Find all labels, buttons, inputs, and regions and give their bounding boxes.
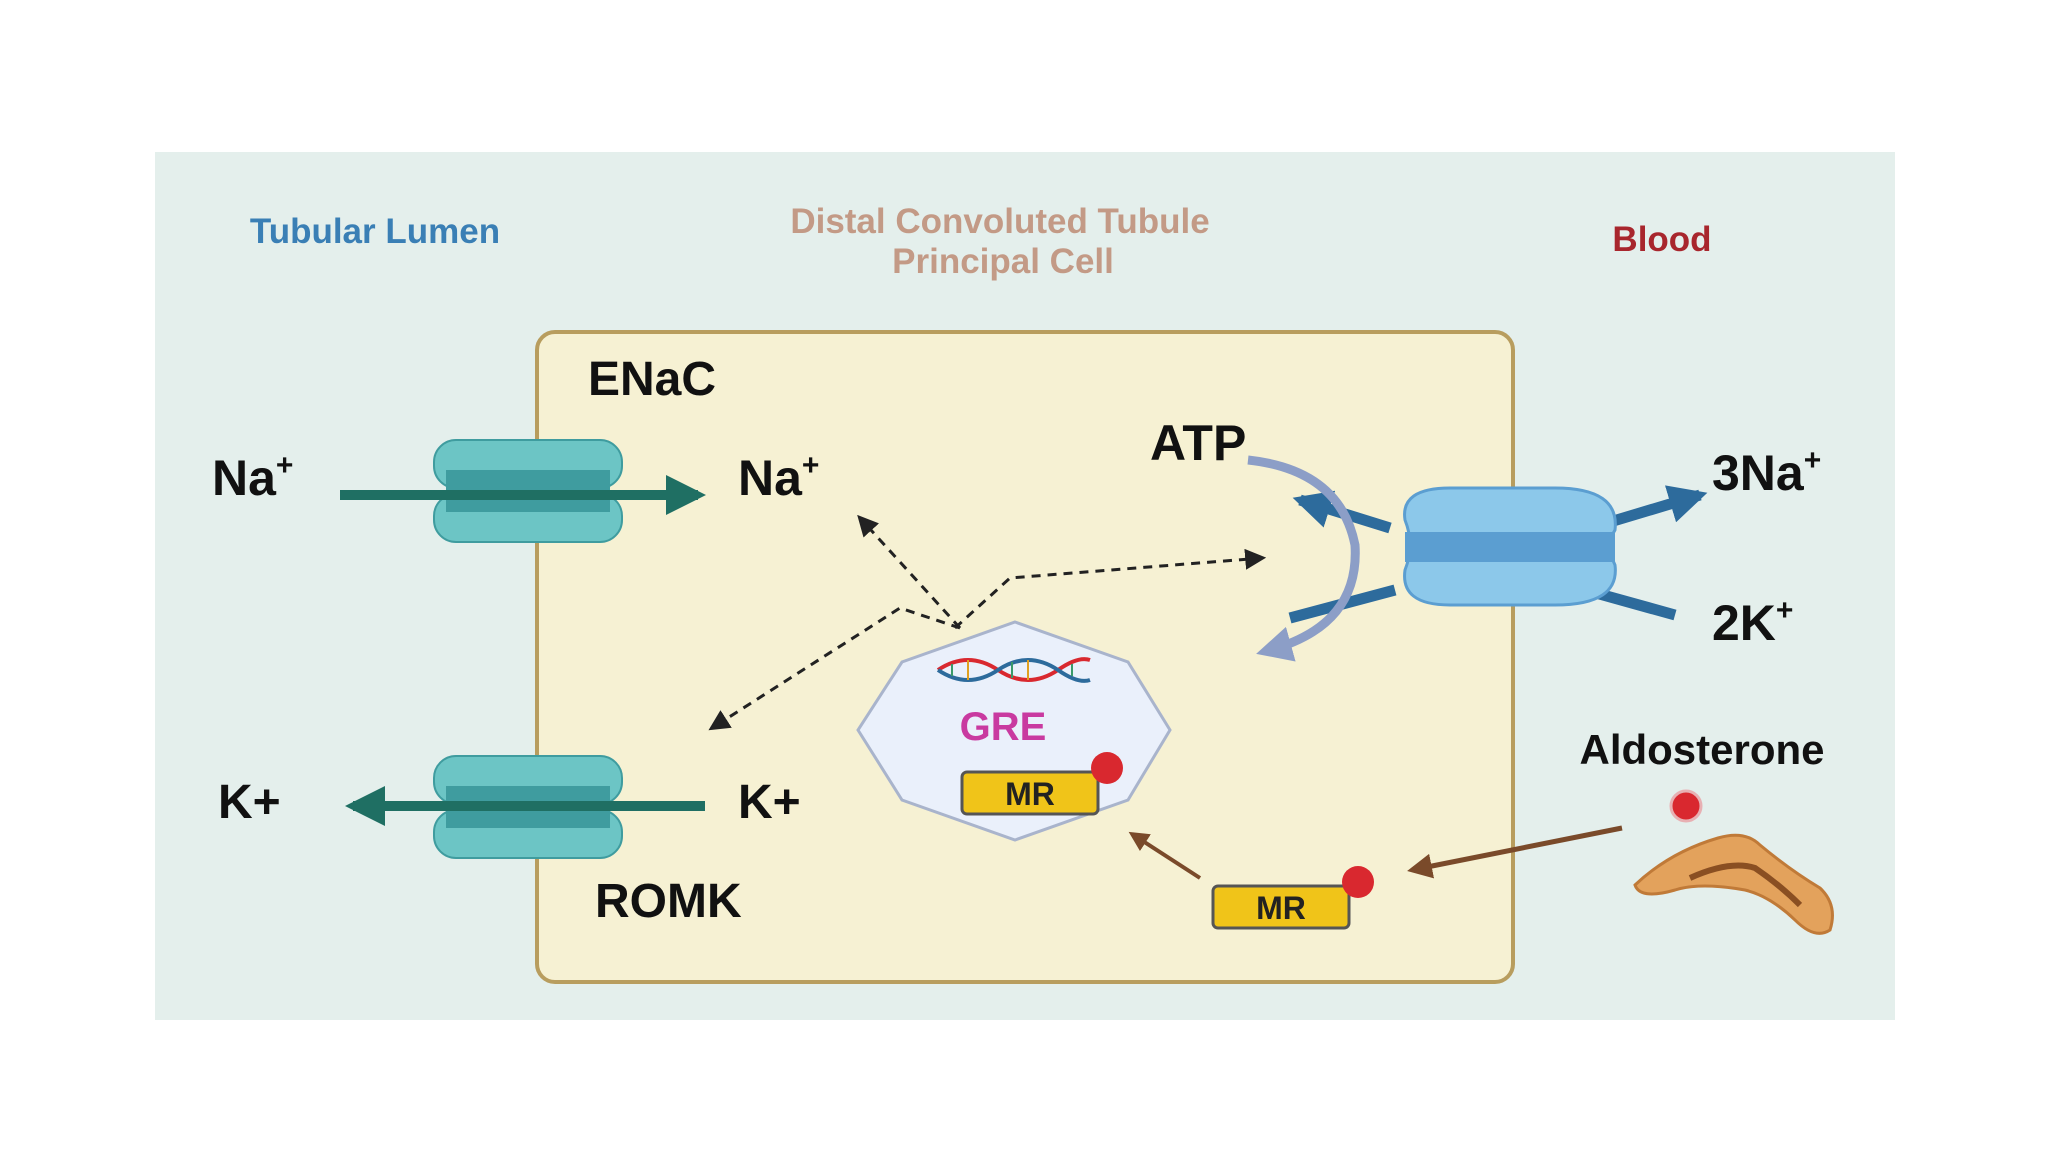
nuclear-mr-complex: MR [960,752,1123,816]
mr-translocation-arrow [1128,831,1202,880]
blood-label: Blood [1612,220,1711,259]
gre-label: GRE [960,705,1047,749]
atp-hydrolysis-arrow [1247,455,1360,662]
cell-type-label-line1: Distal Convoluted Tubule [790,202,1209,241]
na-k-atpase-pump [1247,455,1708,662]
cytoplasmic-mr-complex: MR [1211,866,1374,930]
na-cell-label: Na+ [738,449,819,506]
cell-type-label-line2: Principal Cell [892,242,1114,281]
atp-label: ATP [1150,415,1246,471]
cytoplasmic-mr-label: MR [1256,890,1306,926]
adrenal-gland-icon [1633,833,1834,935]
pump-arrow-na-out [1598,485,1708,531]
dna-icon [936,657,1091,683]
aldosterone-molecule-icon [1669,789,1703,823]
2k-label: 2K+ [1712,594,1793,651]
k-lumen-label: K+ [218,776,281,829]
enac-label: ENaC [588,353,716,406]
ligand-dot-icon [1091,752,1123,784]
aldosterone-label: Aldosterone [1579,726,1824,773]
na-lumen-label: Na+ [212,449,293,506]
pump-band [1405,532,1615,562]
aldosterone-entry-arrow [1407,825,1623,879]
3na-label: 3Na+ [1712,444,1821,501]
k-cell-label: K+ [738,776,801,829]
signal-arrow-to-enac [857,514,962,630]
tubular-lumen-label: Tubular Lumen [250,212,500,251]
ligand-dot-icon [1342,866,1374,898]
romk-label: ROMK [595,875,742,928]
signal-arrow-to-romk [708,606,961,731]
signal-arrow-to-pump [953,548,1267,630]
nuclear-mr-label: MR [1005,776,1055,812]
